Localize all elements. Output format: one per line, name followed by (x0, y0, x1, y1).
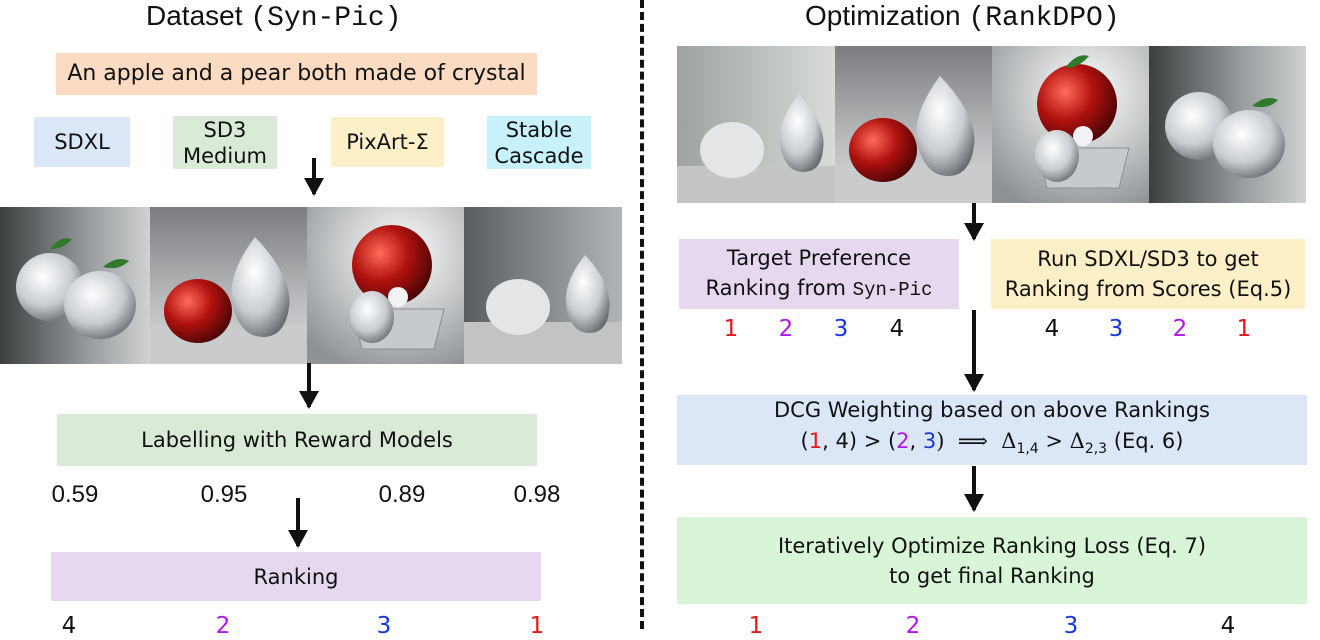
optimize-loss-box: Iteratively Optimize Ranking Loss (Eq. 7… (677, 517, 1307, 604)
dcg-weighting-box: DCG Weighting based on above Rankings (1… (677, 395, 1307, 465)
final-rank-4: 4 (1220, 613, 1236, 639)
dcg-rank-3: 3 (922, 428, 937, 453)
prompt-box: An apple and a pear both made of crystal (56, 53, 537, 95)
optimize-line1: Iteratively Optimize Ranking Loss (Eq. 7… (777, 533, 1207, 558)
reward-models-label: Labelling with Reward Models (141, 428, 453, 452)
dcg-line2: (1, 4) > (2, 3) ⟹ Δ1,4 > Δ2,3 (Eq. 6) (801, 426, 1184, 465)
run-rank-1: 4 (1044, 316, 1060, 342)
arrow-rankings-to-dcg (964, 310, 984, 392)
model-sd3-label: SD3 Medium (183, 117, 267, 168)
dcg-rank-1: 1 (808, 428, 823, 453)
left-rank-pixart: 3 (376, 613, 392, 639)
target-line2-text: Ranking from (705, 276, 846, 300)
model-sdxl-label: SDXL (54, 130, 110, 154)
model-cascade: Stable Cascade (487, 116, 591, 169)
ranking-box: Ranking (51, 552, 541, 601)
dcg-text-b: , 4) > ( (822, 428, 897, 453)
target-line2-code: Syn-Pic (852, 279, 933, 301)
run-scores-box: Run SDXL/SD3 to get Ranking from Scores … (991, 239, 1305, 309)
dcg-delta-1: ) ⟹ Δ (936, 428, 1017, 453)
run-rank-3: 2 (1172, 316, 1188, 342)
dcg-sub-2: 2,3 (1084, 441, 1108, 458)
dcg-delta-2: > Δ (1038, 428, 1085, 453)
dcg-paren: ( (800, 428, 809, 453)
target-rank-2: 2 (778, 316, 794, 342)
ranking-label: Ranking (253, 564, 339, 589)
model-cascade-label: Stable Cascade (494, 117, 584, 168)
left-rank-cascade: 1 (529, 613, 545, 639)
dataset-title-code: (Syn-Pic) (250, 3, 402, 34)
final-rank-2: 2 (905, 613, 921, 639)
target-line1: Target Preference (726, 246, 912, 270)
right-image-strip (677, 46, 1306, 203)
final-rank-1: 1 (748, 613, 764, 639)
run-rank-4: 1 (1236, 316, 1252, 342)
prompt-text: An apple and a pear both made of crystal (67, 61, 526, 86)
target-preference-box: Target Preference Ranking from Syn-Pic (679, 239, 959, 309)
arrow-dcg-to-optimize (964, 466, 984, 512)
arrow-images-to-rankings (964, 203, 984, 241)
optimization-title-text: Optimization (805, 0, 961, 31)
final-rank-3: 3 (1063, 613, 1079, 639)
reward-models-box: Labelling with Reward Models (57, 414, 537, 466)
model-sd3: SD3 Medium (173, 116, 277, 169)
dcg-line1: DCG Weighting based on above Rankings (774, 397, 1210, 422)
optimize-line2: to get final Ranking (889, 563, 1095, 588)
score-pixart: 0.89 (378, 481, 426, 508)
score-cascade: 0.98 (513, 481, 561, 508)
dataset-title: Dataset (Syn-Pic) (146, 0, 402, 35)
score-sd3: 0.95 (200, 481, 248, 508)
dcg-text-c: , (909, 428, 923, 453)
model-sdxl: SDXL (34, 117, 130, 167)
dataset-title-text: Dataset (146, 0, 243, 31)
left-rank-sd3: 2 (215, 613, 231, 639)
arrow-models-to-images (304, 158, 324, 196)
run-rank-2: 3 (1108, 316, 1124, 342)
optimization-title-code: (RankDPO) (968, 3, 1120, 34)
arrow-images-to-reward (299, 363, 319, 409)
left-rank-sdxl: 4 (61, 613, 77, 639)
optimization-title: Optimization (RankDPO) (805, 0, 1120, 35)
dcg-rank-2: 2 (896, 428, 910, 453)
model-pixart-label: PixArt-Σ (346, 130, 429, 154)
target-line2: Ranking from Syn-Pic (705, 273, 932, 305)
dcg-sub-1: 1,4 (1016, 441, 1039, 458)
left-image-strip (0, 207, 622, 364)
panel-divider (640, 0, 644, 629)
target-rank-1: 1 (723, 316, 739, 342)
arrow-scores-to-ranking (288, 498, 308, 548)
dcg-eq: (Eq. 6) (1107, 428, 1184, 453)
run-line2: Ranking from Scores (Eq.5) (1004, 277, 1292, 301)
run-line1: Run SDXL/SD3 to get (1037, 247, 1259, 271)
target-rank-3: 3 (833, 316, 849, 342)
model-pixart: PixArt-Σ (331, 117, 444, 167)
target-rank-4: 4 (889, 316, 905, 342)
score-sdxl: 0.59 (51, 481, 99, 508)
